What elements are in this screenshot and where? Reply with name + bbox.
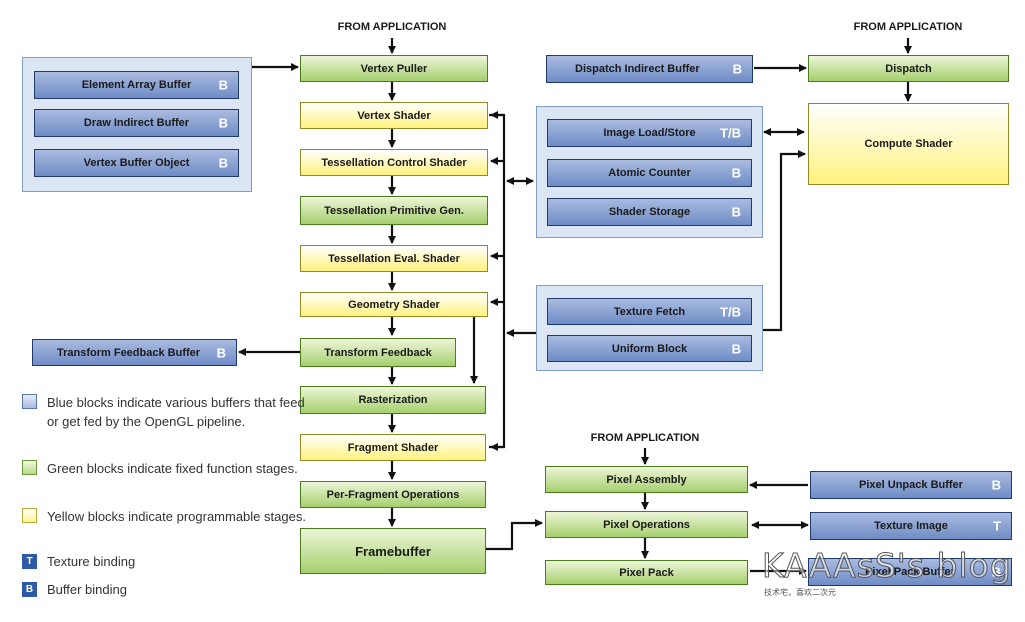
legend-green-text: Green blocks indicate fixed function sta… [47, 461, 298, 476]
pixel-pack-buffer-label: Pixel Pack Buffer [865, 566, 955, 578]
pixel-unpack-buffer-label: Pixel Unpack Buffer [859, 479, 963, 491]
header-from-application-right: FROM APPLICATION [853, 21, 963, 33]
texture-uniform-group: Texture Fetch T/B Uniform Block B [536, 285, 763, 371]
buffer-binding-badge: B [731, 165, 741, 181]
texture-image-block: Texture Image T [810, 512, 1012, 540]
transform-feedback-buffer-label: Transform Feedback Buffer [57, 346, 201, 359]
dispatch-indirect-buffer-block: Dispatch Indirect Buffer B [546, 55, 753, 83]
tessellation-control-shader-block: Tessellation Control Shader [300, 149, 488, 176]
geometry-shader-block: Geometry Shader [300, 292, 488, 317]
legend-blue: Blue blocks indicate various buffers tha… [22, 393, 312, 431]
atomic-counter-block: Atomic Counter B [547, 159, 752, 187]
tessellation-eval-shader-block: Tessellation Eval. Shader [300, 245, 488, 272]
shader-storage-block: Shader Storage B [547, 198, 752, 226]
element-array-buffer-label: Element Array Buffer [81, 79, 192, 91]
texture-binding-badge: T [993, 518, 1001, 534]
legend-yellow: Yellow blocks indicate programmable stag… [22, 507, 312, 526]
image-load-store-label: Image Load/Store [603, 127, 696, 139]
legend-buffer-binding: B Buffer binding [22, 580, 312, 599]
vertex-puller-block: Vertex Puller [300, 55, 488, 82]
legend-green: Green blocks indicate fixed function sta… [22, 459, 312, 478]
texture-buffer-binding-badge: T/B [720, 125, 741, 141]
watermark-title: KAAAsS's blog [762, 546, 1012, 586]
rasterization-block: Rasterization [300, 386, 486, 414]
draw-indirect-buffer-block: Draw Indirect Buffer B [34, 109, 239, 137]
vertex-buffer-object-block: Vertex Buffer Object B [34, 149, 239, 177]
watermark-subtitle: 技术宅，喜欢二次元 [764, 588, 836, 597]
legend-blue-swatch [22, 394, 37, 409]
pixel-pack-block: Pixel Pack [545, 560, 748, 585]
buffer-binding-badge: B [218, 77, 228, 93]
buffer-binding-badge: B [991, 477, 1001, 493]
buffer-binding-badge: B [216, 345, 226, 360]
uniform-block-block: Uniform Block B [547, 335, 752, 362]
uniform-block-label: Uniform Block [611, 342, 688, 355]
pixel-pack-buffer-block: Pixel Pack Buffer B [808, 558, 1012, 586]
buffer-binding-badge: B [218, 155, 228, 171]
legend-green-swatch [22, 460, 37, 475]
pixel-unpack-buffer-block: Pixel Unpack Buffer B [810, 471, 1012, 499]
legend-yellow-swatch [22, 508, 37, 523]
buffer-binding-badge: B [732, 61, 742, 77]
buffer-binding-badge: B [731, 204, 741, 220]
framebuffer-block: Framebuffer [300, 528, 486, 574]
header-from-application-left: FROM APPLICATION [337, 21, 447, 33]
image-load-store-block: Image Load/Store T/B [547, 119, 752, 147]
dispatch-indirect-buffer-label: Dispatch Indirect Buffer [575, 63, 700, 75]
transform-feedback-buffer-block: Transform Feedback Buffer B [32, 339, 237, 366]
transform-feedback-block: Transform Feedback [300, 338, 456, 367]
atomic-counter-label: Atomic Counter [608, 167, 691, 179]
element-array-buffer-block: Element Array Buffer B [34, 71, 239, 99]
pixel-operations-block: Pixel Operations [545, 511, 748, 538]
buffer-binding-badge: B [731, 341, 741, 356]
texture-buffer-binding-badge: T/B [720, 304, 741, 319]
pixel-assembly-block: Pixel Assembly [545, 466, 748, 493]
dispatch-block: Dispatch [808, 55, 1009, 82]
legend-buffer-text: Buffer binding [47, 582, 127, 597]
legend-texture-text: Texture binding [47, 554, 136, 569]
legend-texture-binding: T Texture binding [22, 552, 312, 571]
legend-blue-text: Blue blocks indicate various buffers tha… [47, 395, 305, 429]
legend-yellow-text: Yellow blocks indicate programmable stag… [47, 509, 306, 524]
vertex-buffer-object-label: Vertex Buffer Object [83, 157, 190, 169]
compute-shader-block: Compute Shader [808, 103, 1009, 185]
draw-indirect-buffer-label: Draw Indirect Buffer [83, 117, 190, 129]
vertex-shader-block: Vertex Shader [300, 102, 488, 129]
texture-image-label: Texture Image [874, 520, 948, 532]
tessellation-primitive-gen-block: Tessellation Primitive Gen. [300, 196, 488, 225]
texture-fetch-block: Texture Fetch T/B [547, 298, 752, 325]
shader-storage-label: Shader Storage [608, 206, 691, 218]
legend-buffer-chip: B [22, 582, 37, 597]
buffer-binding-badge: B [218, 115, 228, 131]
image-atomic-storage-group: Image Load/Store T/B Atomic Counter B Sh… [536, 106, 763, 238]
fragment-shader-block: Fragment Shader [300, 434, 486, 461]
per-fragment-operations-block: Per-Fragment Operations [300, 481, 486, 508]
buffer-binding-badge: B [991, 564, 1001, 580]
vertex-buffers-group: Element Array Buffer B Draw Indirect Buf… [22, 57, 252, 192]
legend-texture-chip: T [22, 554, 37, 569]
texture-fetch-label: Texture Fetch [613, 305, 686, 318]
header-from-application-pixel: FROM APPLICATION [590, 432, 700, 444]
